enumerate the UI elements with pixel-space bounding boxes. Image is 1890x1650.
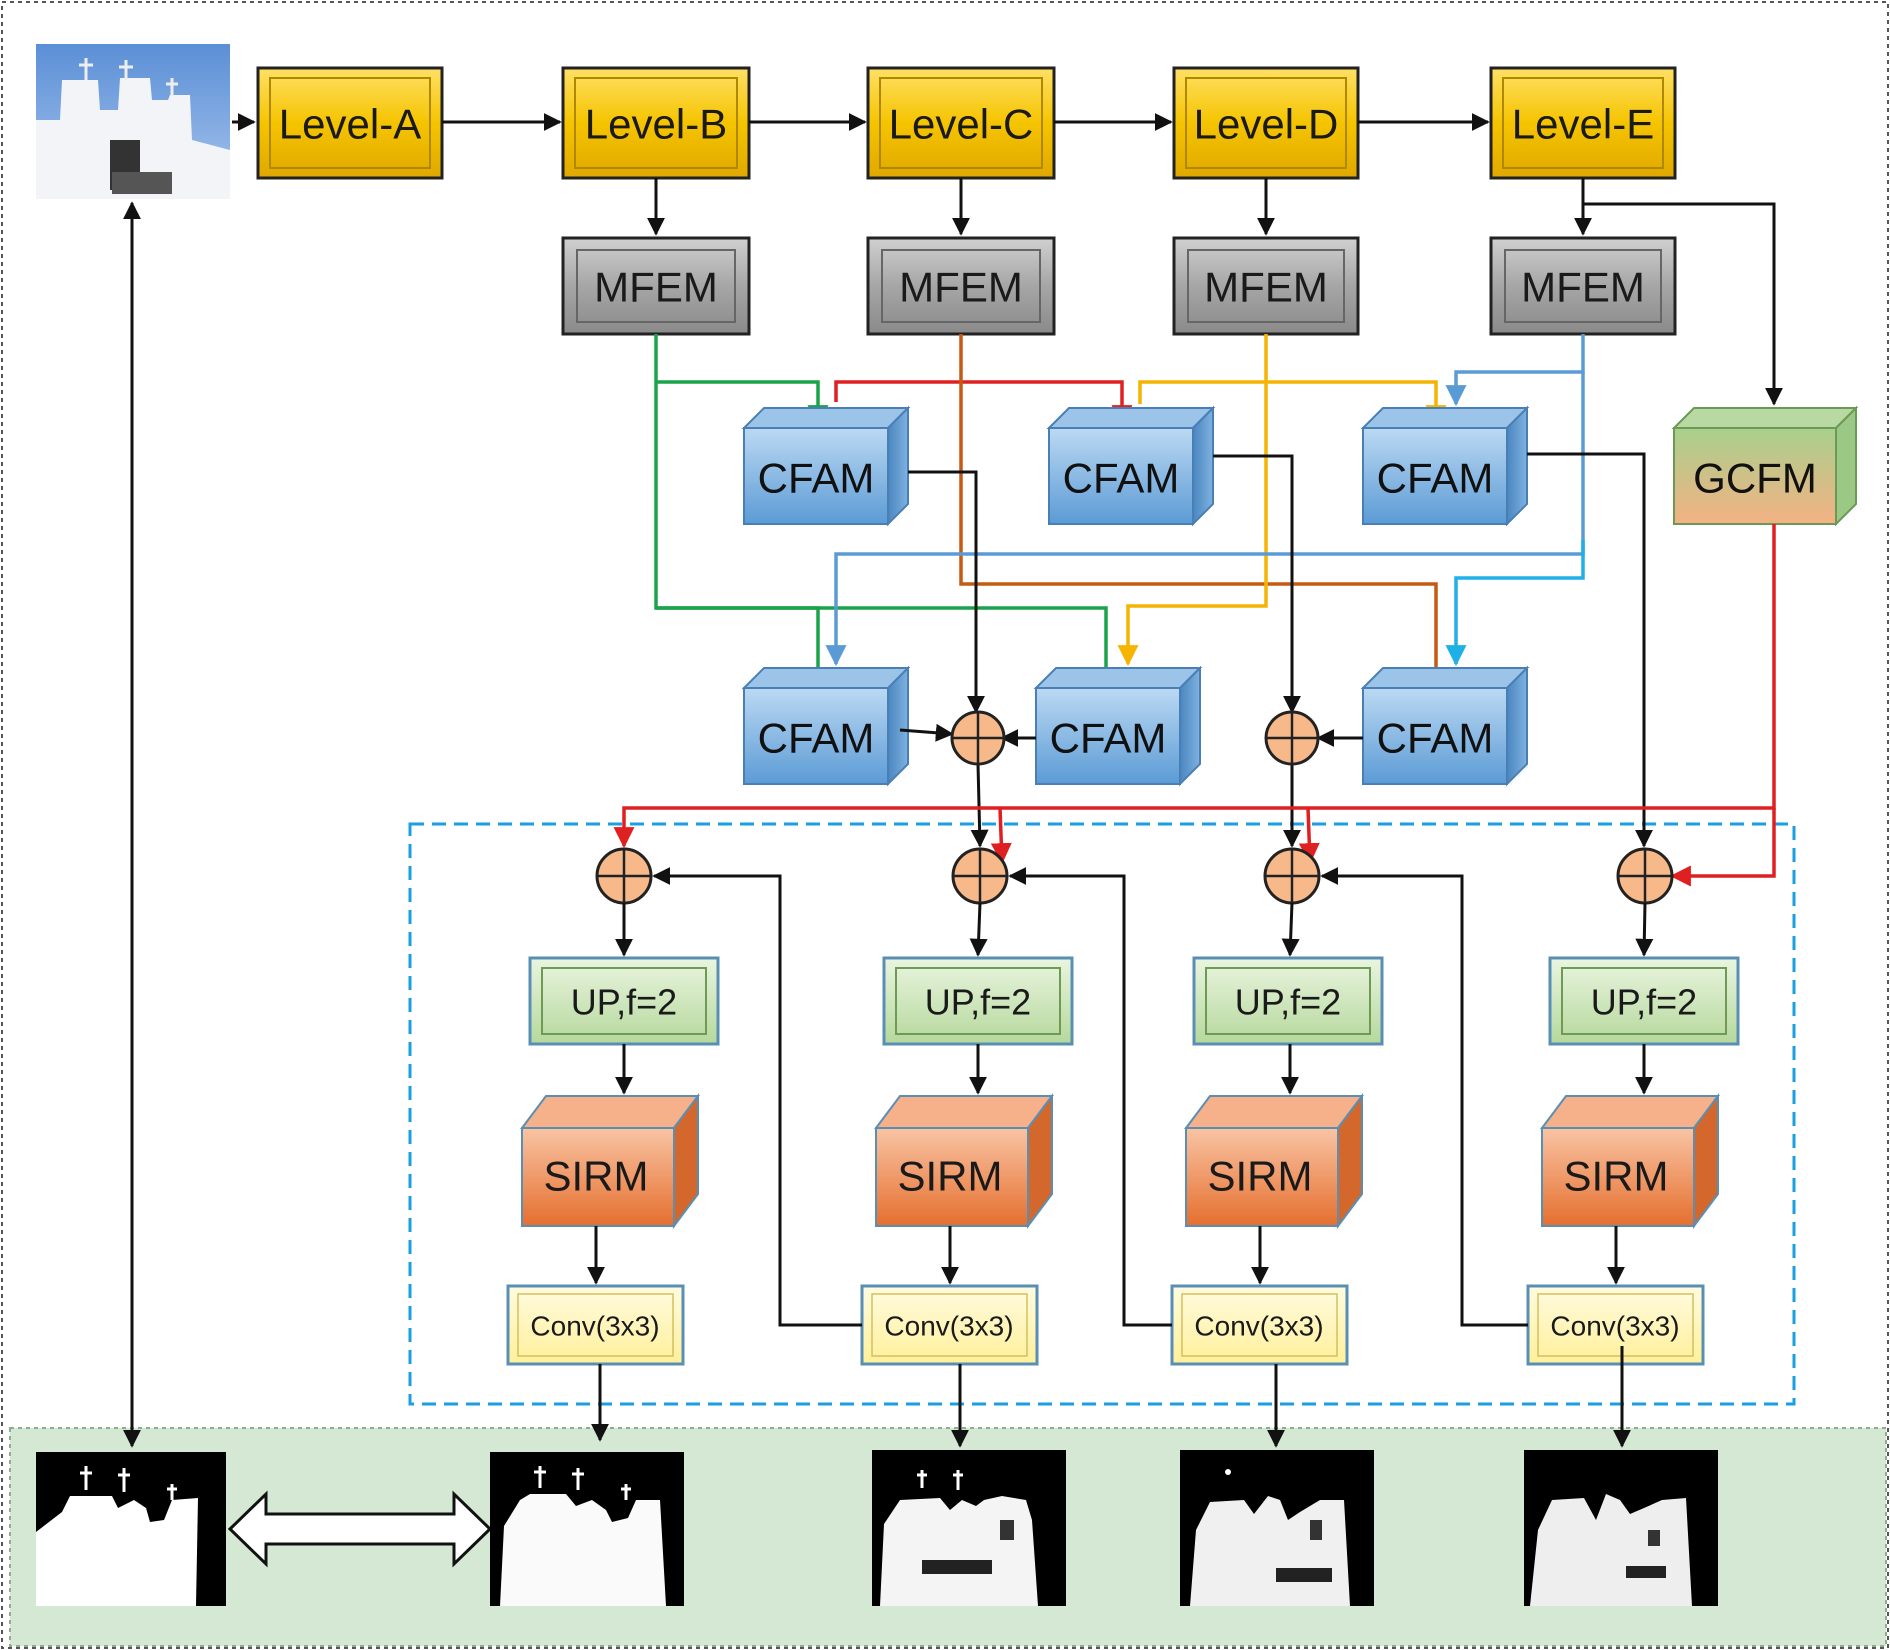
sirm-label-1: SIRM xyxy=(544,1153,649,1200)
cfam-bottom-3-label: CFAM xyxy=(1377,715,1494,762)
up-box-3: UP,f=2 xyxy=(1192,956,1384,1046)
gcfm-box: GCFM xyxy=(1671,405,1859,527)
level-d-box: Level-D xyxy=(1172,66,1360,180)
saliency-map-1 xyxy=(490,1452,684,1606)
level-a-box: Level-A xyxy=(256,66,444,180)
cyan-connections xyxy=(1445,540,1585,667)
mfem-box-4: MFEM xyxy=(1489,236,1677,336)
up-label-3: UP,f=2 xyxy=(1235,982,1341,1023)
cfam-bottom-1-label: CFAM xyxy=(758,715,875,762)
up-label-4: UP,f=2 xyxy=(1591,982,1697,1023)
mfem-label-1: MFEM xyxy=(594,264,718,311)
sum-node-1 xyxy=(595,847,653,905)
decoder-region xyxy=(408,822,1796,1406)
saliency-map-4 xyxy=(1524,1450,1718,1606)
conv-box-2: Conv(3x3) xyxy=(860,1284,1039,1366)
cfam-top-3-label: CFAM xyxy=(1377,455,1494,502)
gcfm-label: GCFM xyxy=(1693,455,1817,502)
conv-box-4: Conv(3x3) xyxy=(1526,1284,1705,1366)
level-a-label: Level-A xyxy=(279,101,421,148)
level-e-label: Level-E xyxy=(1512,101,1654,148)
saliency-map-2 xyxy=(872,1450,1066,1606)
sirm-label-2: SIRM xyxy=(898,1153,1003,1200)
blue-connections xyxy=(825,334,1585,667)
cfam-top-2-label: CFAM xyxy=(1063,455,1180,502)
cfam-bottom-2: CFAM xyxy=(1033,665,1203,787)
orange-connections xyxy=(959,334,1447,691)
sirm-box-4: SIRM xyxy=(1540,1093,1720,1229)
sirm-label-3: SIRM xyxy=(1208,1153,1313,1200)
conv-box-1: Conv(3x3) xyxy=(506,1284,685,1366)
saliency-map-3 xyxy=(1180,1450,1374,1606)
cfam-top-1: CFAM xyxy=(741,405,911,527)
gcfm-connections xyxy=(613,524,1776,887)
cfam-top-3: CFAM xyxy=(1360,405,1530,527)
sum-node-top-2 xyxy=(1264,710,1320,766)
up-box-4: UP,f=2 xyxy=(1548,956,1740,1046)
sum-node-4 xyxy=(1616,847,1674,905)
sirm-label-4: SIRM xyxy=(1564,1153,1669,1200)
sum-node-3 xyxy=(1263,847,1321,905)
conv-label-3: Conv(3x3) xyxy=(1194,1311,1323,1342)
level-c-label: Level-C xyxy=(889,101,1034,148)
sirm-box-2: SIRM xyxy=(874,1093,1054,1229)
sirm-box-1: SIRM xyxy=(520,1093,700,1229)
decoder-connections xyxy=(123,201,1654,1448)
mfem-box-2: MFEM xyxy=(866,236,1056,336)
ground-truth-map xyxy=(36,1452,226,1606)
up-label-2: UP,f=2 xyxy=(925,982,1031,1023)
level-b-label: Level-B xyxy=(585,101,727,148)
mfem-label-4: MFEM xyxy=(1521,264,1645,311)
up-box-1: UP,f=2 xyxy=(528,956,720,1046)
conv-label-4: Conv(3x3) xyxy=(1550,1311,1679,1342)
red-connections xyxy=(834,380,1133,427)
level-c-box: Level-C xyxy=(866,66,1056,180)
level-e-box: Level-E xyxy=(1489,66,1677,180)
level-b-box: Level-B xyxy=(561,66,751,180)
yellow-connections xyxy=(1117,334,1447,667)
mfem-label-3: MFEM xyxy=(1204,264,1328,311)
cfam-bottom-1: CFAM xyxy=(741,665,911,787)
conv-label-1: Conv(3x3) xyxy=(530,1311,659,1342)
cfam-sum-connections xyxy=(899,452,1653,848)
cfam-top-1-label: CFAM xyxy=(758,455,875,502)
cfam-bottom-2-label: CFAM xyxy=(1050,715,1167,762)
conv-box-3: Conv(3x3) xyxy=(1170,1284,1349,1366)
mfem-label-2: MFEM xyxy=(899,264,1023,311)
sirm-box-3: SIRM xyxy=(1184,1093,1364,1229)
sum-node-2 xyxy=(951,847,1009,905)
level-d-label: Level-D xyxy=(1194,101,1339,148)
cfam-bottom-3: CFAM xyxy=(1360,665,1530,787)
sum-node-top-1 xyxy=(950,710,1006,766)
mfem-box-1: MFEM xyxy=(561,236,751,336)
mfem-box-3: MFEM xyxy=(1172,236,1360,336)
conv-label-2: Conv(3x3) xyxy=(884,1311,1013,1342)
input-image xyxy=(36,44,230,199)
level-connectors xyxy=(232,113,1783,406)
cfam-top-2: CFAM xyxy=(1046,405,1216,527)
up-box-2: UP,f=2 xyxy=(882,956,1074,1046)
up-label-1: UP,f=2 xyxy=(571,982,677,1023)
